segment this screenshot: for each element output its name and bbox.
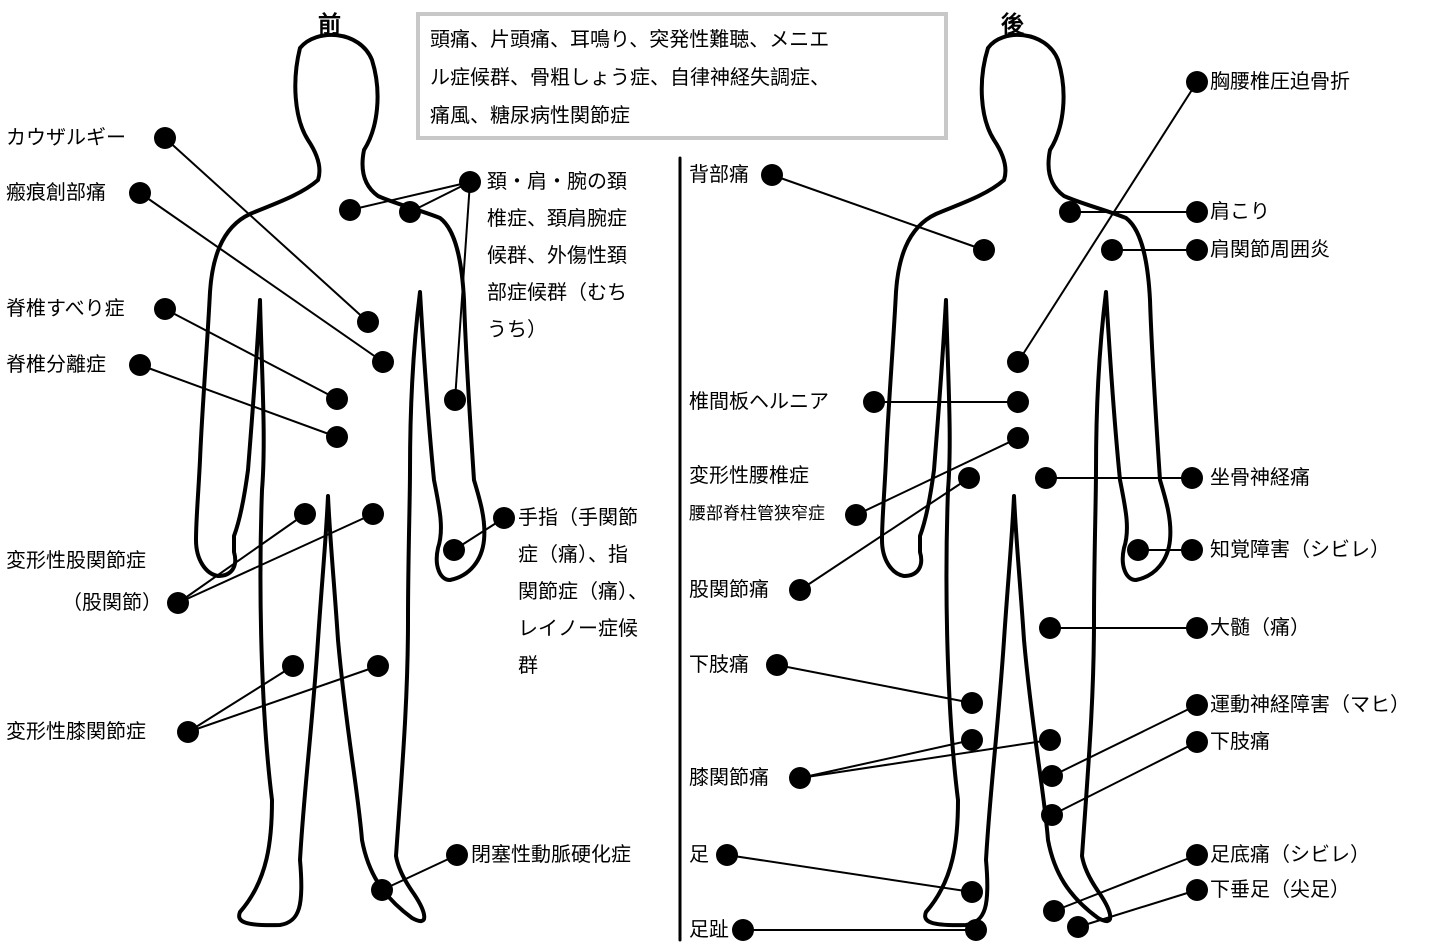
label-motor-disorder: 運動神経障害（マヒ） [1210, 692, 1410, 716]
label-hip-oa: 変形性股関節症 [6, 548, 146, 572]
label-spondylolisthesis: 脊椎すべり症 [6, 296, 125, 320]
label-lower-limb-pain-left: 下肢痛 [689, 652, 749, 676]
label-spondylolysis: 脊椎分離症 [6, 352, 106, 376]
label-thigh-pain: 大髄（痛） [1210, 615, 1310, 639]
back-view-heading: 後 [1001, 12, 1024, 38]
general-conditions-box: 頭痛、片頭痛、耳鳴り、突発性難聴、メニエ ル症候群、骨粗しょう症、自律神経失調症… [416, 12, 948, 140]
label-neck-shoulder-arm: 頚・肩・腕の頚 椎症、頚肩腕症 候群、外傷性頚 部症候群（むち うち） [487, 169, 627, 341]
label-knee-pain: 膝関節痛 [689, 765, 769, 789]
label-hip-pain: 股関節痛 [689, 577, 769, 601]
label-sciatica: 坐骨神経痛 [1210, 465, 1310, 489]
label-aso: 閉塞性動脈硬化症 [471, 842, 631, 866]
label-knee-oa: 変形性膝関節症 [6, 719, 146, 743]
label-hip-joint: （股関節） [62, 590, 162, 614]
label-stiff-shoulder: 肩こり [1210, 199, 1270, 223]
front-body-outline [194, 32, 487, 928]
front-view-heading: 前 [318, 12, 341, 38]
label-foot: 足 [689, 842, 709, 866]
label-lumbar-stenosis: 腰部脊柱管狭窄症 [689, 504, 825, 524]
label-plantar-pain: 足底痛（シビレ） [1210, 842, 1370, 866]
label-disc-hernia: 椎間板ヘルニア [689, 389, 829, 413]
label-hand-finger: 手指（手関節 症（痛）、指 関節症（痛）、 レイノー症候 群 [518, 505, 648, 677]
label-lumbar-spondylosis: 変形性腰椎症 [689, 463, 809, 487]
back-body-outline [880, 32, 1173, 928]
label-lower-limb-pain-right: 下肢痛 [1210, 729, 1270, 753]
label-toe: 足趾 [689, 917, 729, 941]
label-drop-foot: 下垂足（尖足） [1210, 877, 1350, 901]
label-sensory-disorder: 知覚障害（シビレ） [1210, 537, 1390, 561]
label-causalgia: カウザルギー [6, 125, 126, 149]
label-compression-fracture: 胸腰椎圧迫骨折 [1210, 69, 1350, 93]
label-periarthritis: 肩関節周囲炎 [1210, 237, 1330, 261]
label-back-pain: 背部痛 [689, 162, 749, 186]
label-scar-pain: 瘢痕創部痛 [6, 180, 106, 204]
